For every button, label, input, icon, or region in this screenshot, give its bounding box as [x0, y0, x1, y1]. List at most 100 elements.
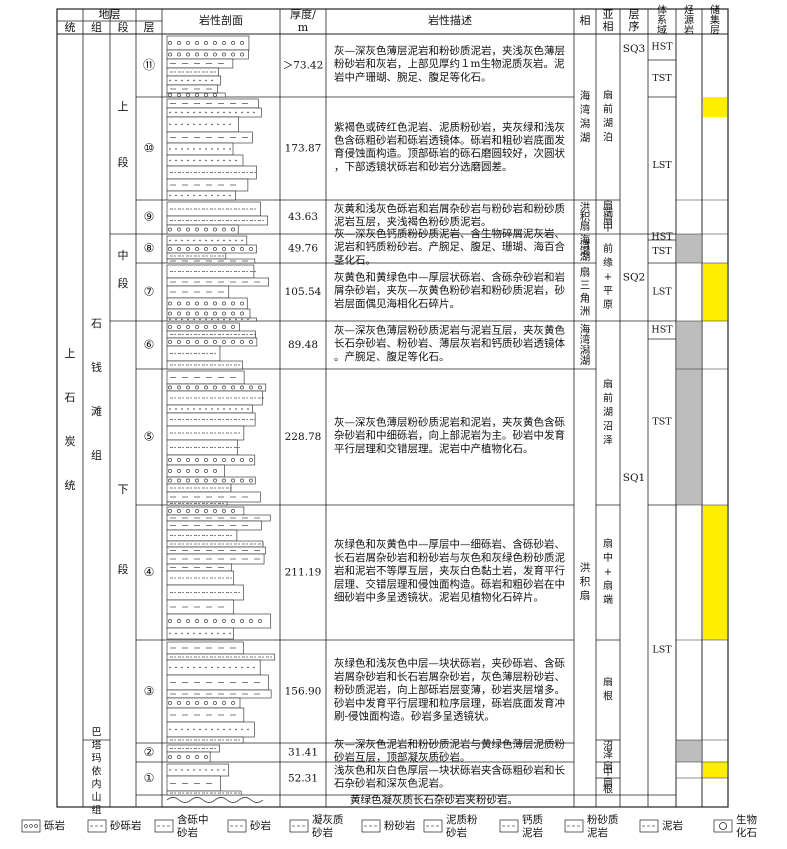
lithology-silt-dot [174, 656, 176, 658]
lithology-gravel [231, 619, 235, 623]
vertical-char: 前 [603, 242, 613, 255]
lithology-sand [235, 111, 237, 114]
lithology-gravel [213, 301, 217, 306]
lithology-silt-dot [198, 255, 200, 257]
lithology-gravel [249, 619, 253, 623]
lithology-gravel [213, 52, 217, 57]
lithology-sand [181, 79, 183, 82]
lithology-sand [175, 194, 177, 197]
lithology-silt-dot [198, 502, 200, 505]
legend-label: 泥岩 [587, 826, 608, 839]
lithology-sand [181, 728, 183, 731]
lithology-sand [229, 123, 231, 126]
lithology-silt-dot [190, 270, 192, 273]
lithology-silt-dot [214, 792, 216, 794]
source-rock-interval [677, 740, 701, 762]
lithology-silt-dot [190, 219, 192, 222]
vertical-char: 扇 [603, 378, 613, 391]
vertical-char: 湖 [580, 132, 591, 144]
lithology-sand [187, 239, 189, 242]
lithology-silt-dot [174, 171, 176, 174]
vertical-char: 潟 [580, 117, 591, 130]
lithology-gravel [213, 701, 217, 705]
lithology-sand [175, 79, 177, 82]
lithology-gravel [222, 41, 226, 45]
layer-description: 紫褐色或砖红色泥岩、泥质粉砂岩，夹灰绿和浅灰色含砾粗砂岩和砾岩透镜体。砾岩和粗砂… [334, 120, 565, 173]
lithology-gravel [186, 325, 190, 329]
layer-id-9: ③ [144, 684, 155, 698]
lithology-silt-dot [182, 747, 184, 750]
lithology-gravel [195, 340, 199, 344]
layer-description: 灰绿色和浅灰色中层—块状砾岩，夹砂砾岩、含砾岩屑杂砂岩和长石岩屑杂砂岩，灰色薄层… [334, 657, 565, 723]
vertical-char: 体 [657, 5, 667, 17]
lithology-silt-dot [222, 739, 224, 741]
lithology-sand [175, 666, 177, 669]
lithology-silt-dot [206, 364, 208, 366]
lithology-silt-dot [174, 71, 176, 73]
lithology-silt-dot [238, 543, 240, 545]
lithology-silt-dot [206, 397, 208, 399]
lithology-bed [166, 107, 262, 118]
lithology-gravel [204, 385, 208, 390]
source-rock-interval [677, 234, 701, 263]
lithology-silt-dot [222, 397, 224, 399]
lithology-gravel [222, 247, 226, 251]
lithology-bed [166, 659, 261, 676]
layer-description: 灰—深灰色泥岩和粉砂质泥岩与黄绿色薄层泥质粉砂岩互层，顶部凝灰质砂岩。 [334, 738, 565, 764]
lithology-sand [199, 159, 201, 162]
vertical-char: 中 [603, 766, 613, 779]
lithology-sand [187, 159, 189, 162]
lithology-silt-dot [198, 364, 200, 366]
vertical-char: 积 [580, 211, 591, 223]
lithology-sand [187, 111, 189, 114]
lithology-silt-dot [190, 352, 192, 355]
lithology-sand [199, 318, 201, 321]
lithology-sand [223, 318, 225, 321]
vertical-char: 钱 [91, 360, 102, 374]
lithology-silt-dot [270, 656, 272, 658]
layer-description: 灰—深灰色薄层粉砂质泥岩和泥岩，夹灰黄色含砾杂砂岩和中细砾岩，向上部泥岩为主。砂… [334, 415, 565, 454]
lithology-silt-dot [174, 208, 176, 210]
vertical-char: 烃 [684, 4, 694, 17]
lithology-silt-dot [238, 364, 240, 366]
lithology-silt-dot [182, 656, 184, 658]
lithology-silt-dot [190, 364, 192, 366]
lithology-silt-dot [214, 487, 216, 489]
lithology-gravel [204, 41, 208, 45]
lithology-gravel [222, 385, 226, 390]
lithology-gravel [240, 458, 244, 462]
lithology-gravel [168, 311, 172, 316]
header-sequence: 层序 [629, 8, 640, 33]
lithology-silt-dot [198, 333, 200, 336]
lithology-silt-dot [222, 418, 224, 421]
reservoir-interval [703, 97, 727, 117]
lithology-silt-dot [190, 208, 192, 210]
lithology-gravel [195, 93, 199, 97]
lithology-sand [229, 239, 231, 242]
lithology-gravel [186, 340, 190, 344]
source-rock-interval [677, 321, 701, 505]
lithology-gravel [177, 247, 181, 251]
lithology-bed [166, 224, 239, 235]
lithology-gravel [168, 469, 172, 473]
vertical-char: 段 [118, 276, 129, 290]
vertical-char: 端 [603, 206, 613, 219]
lithology-gravel [177, 227, 181, 232]
legend-label: 砾岩 [44, 819, 65, 832]
lithology-sand [175, 123, 177, 126]
lithology-silt-dot [214, 171, 216, 174]
tract-label: TST [652, 73, 672, 84]
lithology-sand [205, 769, 207, 771]
lithology-sand [217, 159, 219, 162]
lithology-bed [166, 404, 253, 414]
lithology-sand [199, 408, 201, 410]
lithology-gravel [186, 41, 190, 45]
lithology-silt-dot [190, 534, 192, 537]
lithology-gravel [186, 509, 190, 513]
legend-label: 砂砾岩 [110, 819, 142, 832]
lithology-silt-dot [246, 418, 248, 421]
vertical-char: 组 [91, 448, 102, 462]
lithology-silt-dot [182, 446, 184, 449]
